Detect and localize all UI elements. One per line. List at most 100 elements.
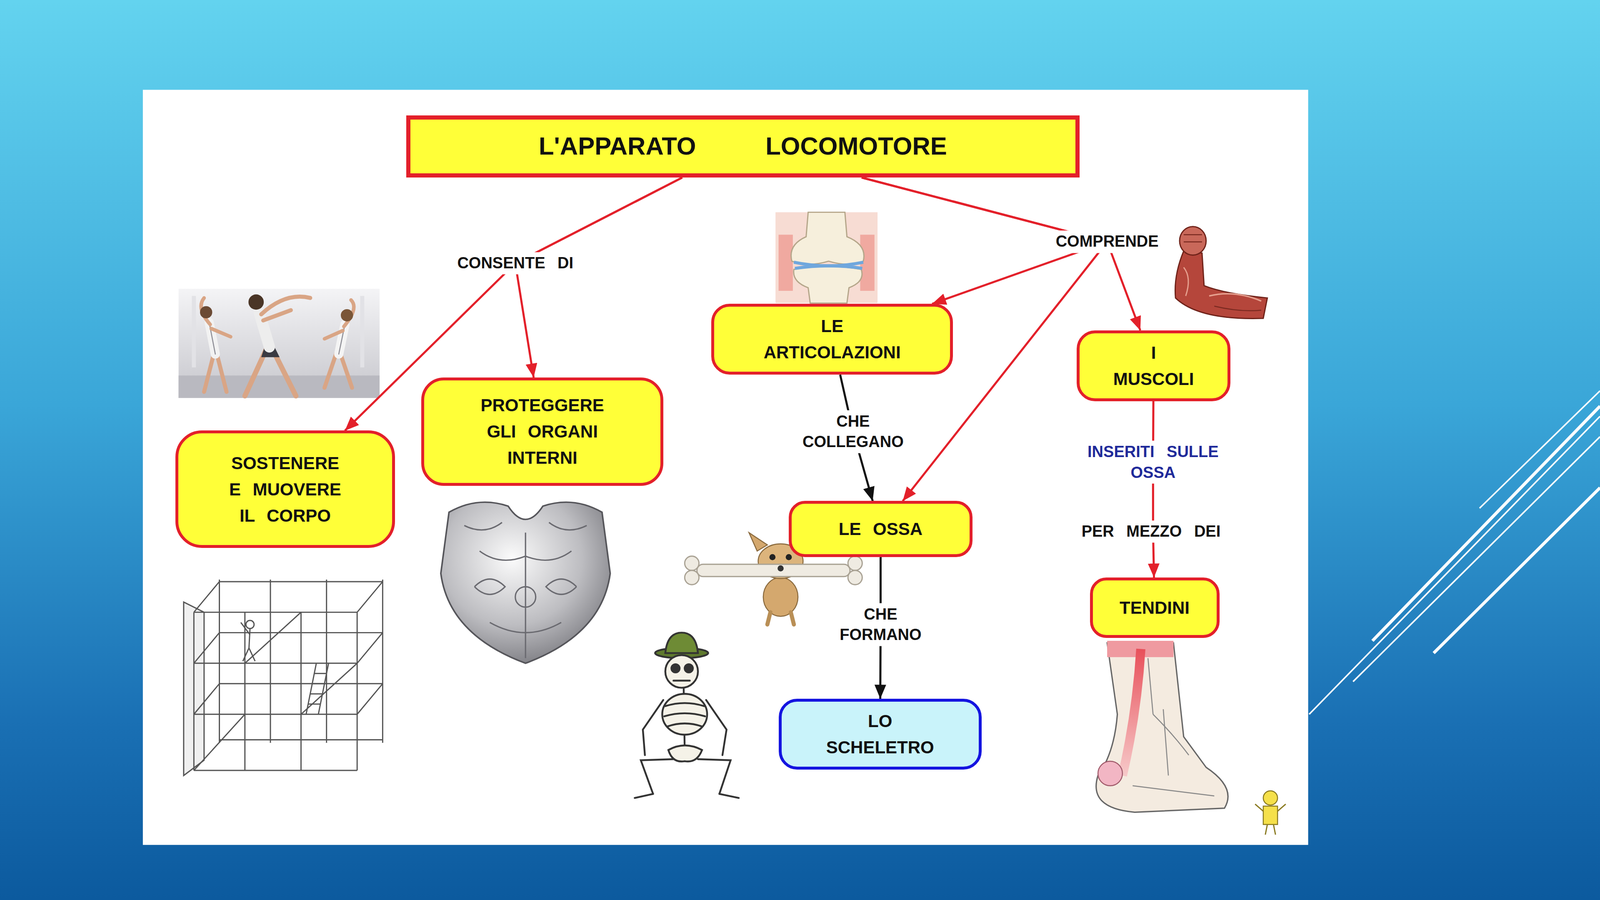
- exercise-photo-part: [248, 294, 264, 310]
- mascot-icon-part: [1265, 824, 1268, 835]
- skeleton-cartoon-part: [664, 702, 705, 727]
- node-text: TENDINI: [1119, 594, 1190, 621]
- slide-lines-part: [1433, 487, 1600, 654]
- knee-joint-part: [791, 212, 865, 265]
- connector-arrow: [1152, 401, 1154, 578]
- scaffolding-drawing-part: [357, 632, 383, 663]
- dog-with-bone-part: [697, 564, 850, 577]
- skeleton-cartoon-part: [665, 655, 698, 688]
- scaffolding-drawing-part: [193, 770, 358, 772]
- skeleton-cartoon-part: [640, 759, 674, 794]
- exercise-photo-part: [191, 295, 196, 368]
- mascot-icon-part: [1255, 804, 1264, 812]
- arm-muscles-part: [1183, 267, 1189, 297]
- exercise-photo-part-part: [216, 352, 227, 393]
- skeleton-cartoon-part: [662, 693, 708, 735]
- armor-breastplate-part-part: [474, 579, 505, 595]
- knee-joint-part: [778, 234, 793, 291]
- scaffolding-drawing-part: [300, 663, 358, 715]
- scaffolding-drawing-part: [308, 703, 321, 705]
- node-text: LE OSSA: [838, 515, 923, 543]
- arm-muscles-part: [1179, 226, 1207, 256]
- node-text: I MUSCOLI: [1108, 339, 1199, 393]
- component-box: I MUSCOLI: [1076, 330, 1231, 402]
- scaffolding-drawing-part: [244, 612, 246, 771]
- dog-with-bone-part: [847, 570, 863, 585]
- armor-breastplate-part: [464, 522, 587, 659]
- exercise-photo-part: [200, 306, 213, 319]
- dog-with-bone-part: [847, 556, 863, 571]
- component-box: TENDINI: [1090, 577, 1220, 638]
- connector-arrow: [515, 177, 683, 378]
- dog-with-bone-part: [684, 556, 699, 571]
- arm-muscles-part: [1209, 293, 1262, 301]
- connector-label: PER MEZZO DEI: [1076, 520, 1226, 543]
- scaffolding-drawing-part: [245, 612, 302, 663]
- scaffolding-drawing-part: [193, 714, 245, 771]
- scaffolding-drawing: [183, 579, 383, 776]
- exercise-photo-part-part: [263, 310, 291, 320]
- exercise-photo-part: [178, 288, 380, 398]
- scaffolding-drawing-part: [193, 632, 220, 663]
- scaffolding-drawing-part: [356, 612, 358, 771]
- armor-breastplate: [440, 502, 611, 664]
- foot-tendon: [1096, 640, 1228, 813]
- skeleton-cartoon-part: [642, 700, 664, 755]
- knee-joint-part: [775, 212, 878, 303]
- foot-tendon-part: [1096, 642, 1228, 813]
- exercise-photo-part-part: [324, 330, 343, 339]
- dog-with-bone-part: [785, 554, 793, 561]
- edge-label: INSERITI SULLE OSSA: [1082, 440, 1224, 484]
- scaffolding-drawing-part: [310, 693, 323, 695]
- knee-joint: [775, 212, 878, 303]
- scaffolding-drawing-part: [219, 580, 383, 583]
- foot-tendon-part-part: [1147, 658, 1153, 715]
- white-panel: [142, 90, 1309, 845]
- skeleton-cartoon: [634, 632, 739, 798]
- function-box: SOSTENERE E MUOVERE IL CORPO: [175, 430, 395, 548]
- slide-lines-part: [1309, 416, 1600, 715]
- exercise-photo-part-part: [211, 328, 231, 338]
- exercise-photo-part: [360, 295, 365, 368]
- skeleton-cartoon-part: [665, 632, 698, 653]
- skeleton-cartoon-part: [697, 759, 731, 794]
- scaffolding-drawing-part: [312, 682, 325, 685]
- mascot-icon: [1255, 790, 1286, 835]
- armor-breastplate-part: [440, 502, 611, 664]
- scaffolding-drawing-part: [193, 612, 195, 771]
- exercise-photo-part-part: [204, 352, 215, 393]
- foot-tendon-part-part: [1132, 785, 1215, 796]
- armor-breastplate-part-part: [549, 522, 588, 530]
- armor-breastplate-part-part: [479, 550, 572, 560]
- scaffolding-drawing-part: [193, 713, 358, 715]
- skeleton-cartoon-part: [706, 700, 727, 755]
- scaffolding-drawing-part: [270, 579, 272, 743]
- foot-tendon-part: [1097, 761, 1123, 786]
- exercise-photo-part: [340, 309, 353, 322]
- mascot-icon-part: [1273, 824, 1276, 835]
- function-box: PROTEGGERE GLI ORGANI INTERNI: [421, 377, 663, 486]
- node-text: SOSTENERE E MUOVERE IL CORPO: [225, 450, 345, 529]
- node-text: LE ARTICOLAZIONI: [756, 312, 908, 366]
- dog-with-bone-part: [684, 570, 699, 585]
- dog-with-bone-part: [749, 532, 768, 551]
- scaffolding-drawing-part: [193, 581, 220, 613]
- armor-breastplate-part-part: [545, 579, 577, 595]
- scaffolding-drawing-part: [183, 602, 205, 776]
- foot-tendon-part-part: [1152, 714, 1189, 755]
- arm-muscles-part: [1175, 250, 1268, 319]
- scaffolding-drawing-part: [218, 579, 220, 743]
- scaffolding-drawing-part: [357, 581, 383, 613]
- scaffolding-drawing-part: [219, 739, 383, 741]
- scaffolding-drawing-part: [242, 647, 250, 662]
- mascot-icon-part: [1277, 804, 1286, 812]
- skeleton-cartoon-part: [671, 664, 680, 673]
- scaffolding-drawing-part: [314, 672, 327, 675]
- armor-breastplate-part-part: [490, 622, 562, 633]
- armor-breastplate-part-part: [525, 532, 527, 658]
- dog-with-bone-part: [767, 612, 771, 625]
- scaffolding-drawing-part: [318, 663, 329, 715]
- skeleton-cartoon-part: [684, 664, 693, 673]
